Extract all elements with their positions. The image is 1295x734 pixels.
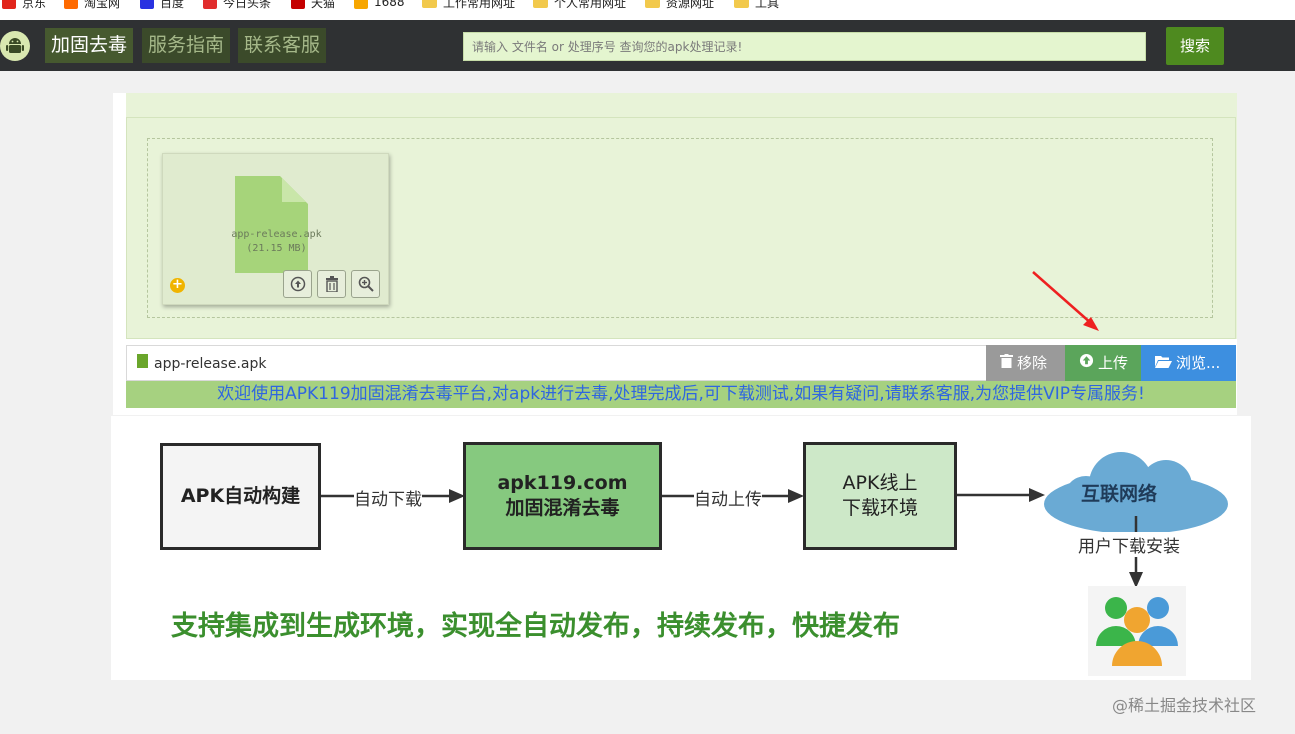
upload-icon [290,276,305,292]
tab-service-guide[interactable]: 服务指南 [142,28,231,63]
upload-button-label: 上传 [1098,354,1129,372]
bookmark-folder-personal[interactable]: 个人常用网址 [533,0,626,12]
search-button[interactable]: 搜索 [1166,27,1224,65]
node-apk119-line2: 加固混淆去毒 [505,497,620,519]
bookmark-folder-tools[interactable]: 工具 [734,0,779,12]
preview-file-name: app-release.apk (21.15 MB) [163,228,390,256]
folder-icon [422,0,437,8]
edge-auto-upload: 自动上传 [694,485,762,510]
bookmark-tmall[interactable]: 天猫 [291,0,335,12]
toutiao-icon [203,0,217,9]
selected-file-field[interactable]: app-release.apk [126,345,988,381]
node-online-line2: 下载环境 [841,497,918,519]
node-apk-build: APK自动构建 [160,443,321,550]
node-apk-build-label: APK自动构建 [180,485,301,507]
bookmark-folder-work[interactable]: 工作常用网址 [422,0,515,12]
preview-file-size: (21.15 MB) [246,243,307,254]
folder-icon [645,0,660,8]
bookmark-folder-resources[interactable]: 资源网址 [645,0,714,12]
tab-harden-antivirus[interactable]: 加固去毒 [45,28,134,63]
edge-auto-download: 自动下载 [354,485,422,510]
remove-button[interactable]: 移除 [986,345,1065,382]
android-icon[interactable] [0,31,30,61]
tmall-icon [291,0,305,9]
cloud-label: 互联网络 [1081,483,1158,505]
file-preview-thumbnail: app-release.apk (21.15 MB) + [162,153,389,305]
folder-icon [533,0,548,8]
folder-icon [734,0,749,8]
drop-area-border [147,138,1213,318]
tab-contact-support[interactable]: 联系客服 [238,28,327,63]
upload-card: app-release.apk (21.15 MB) + app-release… [113,93,1237,415]
cloud-icon [1044,452,1228,534]
baidu-icon [140,0,154,9]
users-icon [1088,586,1186,676]
1688-icon [354,0,368,9]
bookmark-jd[interactable]: 京东 [2,0,46,12]
watermark: @稀土掘金技术社区 [1112,696,1257,715]
edge-user-install: 用户下载安装 [1078,532,1180,557]
bookmark-baidu[interactable]: 百度 [140,0,184,12]
node-apk119-harden: apk119.com 加固混淆去毒 [463,442,662,550]
upload-button[interactable]: 上传 [1065,345,1141,382]
bookmark-taobao[interactable]: 淘宝网 [64,0,120,12]
browse-button[interactable]: 浏览... [1141,345,1236,382]
search-input[interactable] [463,32,1146,61]
preview-file-name-text: app-release.apk [231,229,322,240]
top-nav: 加固去毒 服务指南 联系客服 搜索 [0,20,1295,71]
trash-icon [325,276,338,292]
remove-button-label: 移除 [1017,354,1048,372]
workflow-diagram: APK自动构建 自动下载 apk119.com 加固混淆去毒 自动上传 APK线… [111,416,1251,680]
node-online-download: APK线上 下载环境 [803,442,957,550]
zoom-icon [358,276,374,292]
file-icon [137,354,148,368]
thumb-delete-button[interactable] [317,270,346,298]
tagline: 支持集成到生成环境，实现全自动发布，持续发布，快捷发布 [171,611,900,642]
file-drop-zone[interactable]: app-release.apk (21.15 MB) + [126,117,1236,339]
annotation-arrow [1032,271,1099,331]
upload-circle-icon [1079,345,1094,382]
trash-icon [1000,345,1013,382]
thumb-upload-button[interactable] [283,270,312,298]
node-apk119-line1: apk119.com [497,472,628,494]
arrow-online-to-cloud [957,488,1045,502]
plus-icon: + [170,278,185,293]
bookmark-toutiao[interactable]: 今日头条 [203,0,271,12]
file-icon [235,176,308,273]
thumb-zoom-button[interactable] [351,270,380,298]
jd-icon [2,0,16,9]
taobao-icon [64,0,78,9]
node-online-line1: APK线上 [842,472,918,494]
bookmark-1688[interactable]: 1688 [354,0,405,12]
selected-file-name: app-release.apk [154,356,267,372]
welcome-banner: 欢迎使用APK119加固混淆去毒平台,对apk进行去毒,处理完成后,可下载测试,… [126,381,1236,408]
bookmarks-bar: 京东 淘宝网 百度 今日头条 天猫 1688 工作常用网址 个人常用网址 资源网… [0,0,1295,20]
folder-open-icon [1155,345,1172,382]
browse-button-label: 浏览... [1176,354,1221,372]
